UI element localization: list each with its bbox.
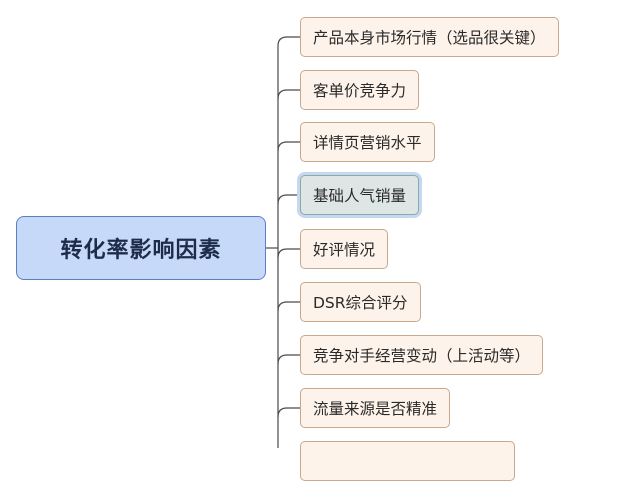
subtopic-competitors[interactable]: 竞争对手经营变动（上活动等） <box>300 335 544 375</box>
subtopic-label: 客单价竞争力 <box>313 82 407 100</box>
subtopic-label: DSR综合评分 <box>313 294 408 312</box>
branch-connector <box>277 89 300 100</box>
connector-lines <box>266 36 300 448</box>
subtopic-label: 基础人气销量 <box>313 187 407 205</box>
branch-connector <box>277 248 300 259</box>
subtopic-label: 产品本身市场行情（选品很关键） <box>313 29 546 47</box>
branch-connector <box>277 141 300 152</box>
subtopic-traffic-source[interactable]: 流量来源是否精准 <box>300 388 451 428</box>
root-topic[interactable]: 转化率影响因素 <box>16 216 266 280</box>
branch-connector <box>277 301 300 312</box>
subtopic-label: 详情页营销水平 <box>313 134 422 152</box>
subtopic-label: 竞争对手经营变动（上活动等） <box>313 347 531 365</box>
branch-connector <box>277 194 300 205</box>
root-topic-label: 转化率影响因素 <box>60 237 222 263</box>
branch-connector <box>277 36 300 47</box>
subtopic-price[interactable]: 客单价竞争力 <box>300 70 420 110</box>
subtopic-dsr[interactable]: DSR综合评分 <box>300 282 421 322</box>
subtopic-detail-page[interactable]: 详情页营销水平 <box>300 122 435 162</box>
branch-connector <box>277 354 300 365</box>
subtopic-partial[interactable] <box>300 441 515 481</box>
subtopic-label: 流量来源是否精准 <box>313 400 438 418</box>
subtopic-market[interactable]: 产品本身市场行情（选品很关键） <box>300 17 559 57</box>
branch-connector <box>277 407 300 418</box>
subtopic-reviews[interactable]: 好评情况 <box>300 229 389 269</box>
subtopic-label: 好评情况 <box>313 241 376 259</box>
subtopic-base-sales[interactable]: 基础人气销量 <box>300 175 420 215</box>
